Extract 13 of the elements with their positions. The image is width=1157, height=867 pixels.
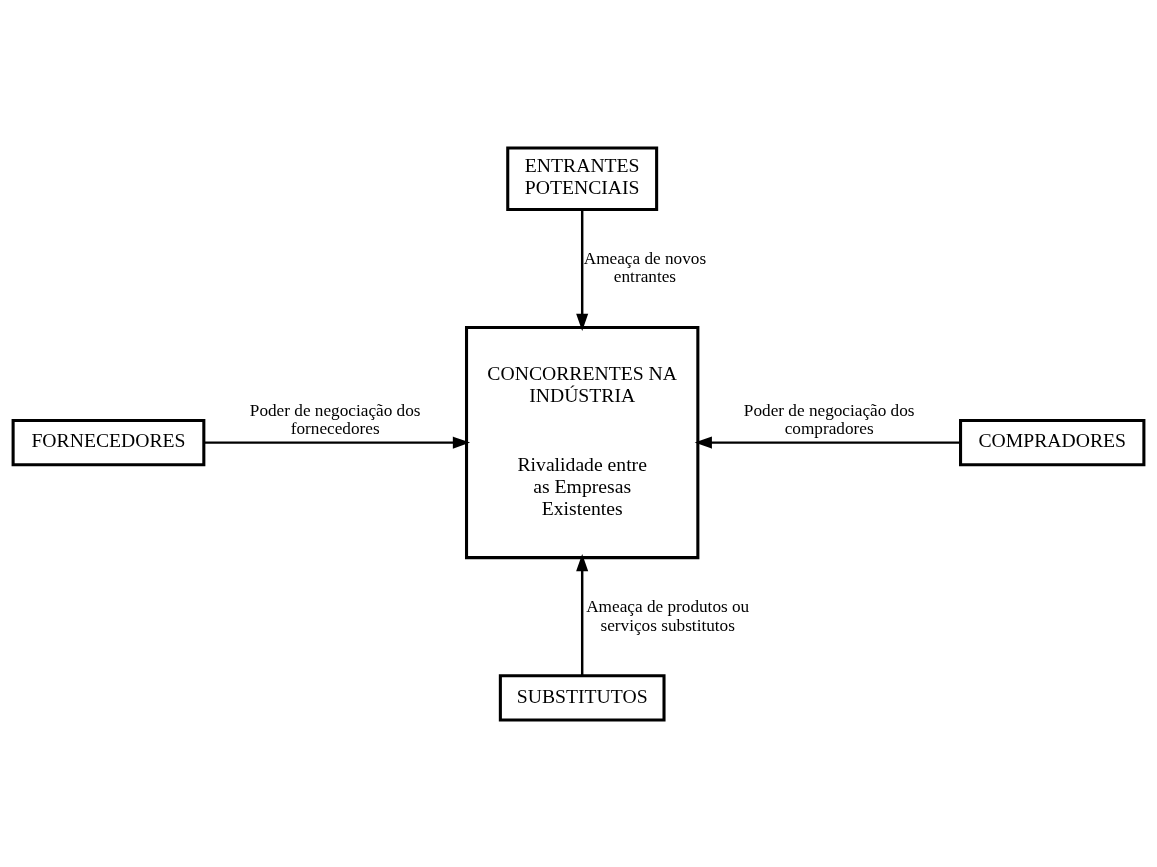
node-box: SUBSTITUTOS xyxy=(498,673,666,722)
arrow xyxy=(694,436,961,449)
node-box: ENTRANTES POTENCIAIS xyxy=(506,145,659,211)
arrow xyxy=(576,209,589,331)
node-box: CONCORRENTES NA INDÚSTRIA Rivalidade entre as Empresas Existentes xyxy=(465,325,700,559)
edge-label: Ameaça de novos entrantes xyxy=(583,248,707,286)
node-box: FORNECEDORES xyxy=(11,418,206,466)
edge-label: Ameaça de produtos ou serviços substitutos xyxy=(586,596,750,634)
arrow xyxy=(576,553,589,676)
node-box: COMPRADORES xyxy=(959,418,1146,466)
arrow xyxy=(204,436,471,449)
edge-label: Poder de negociação dos fornecedores xyxy=(249,400,421,438)
edge-label: Poder de negociação dos compradores xyxy=(743,400,915,438)
